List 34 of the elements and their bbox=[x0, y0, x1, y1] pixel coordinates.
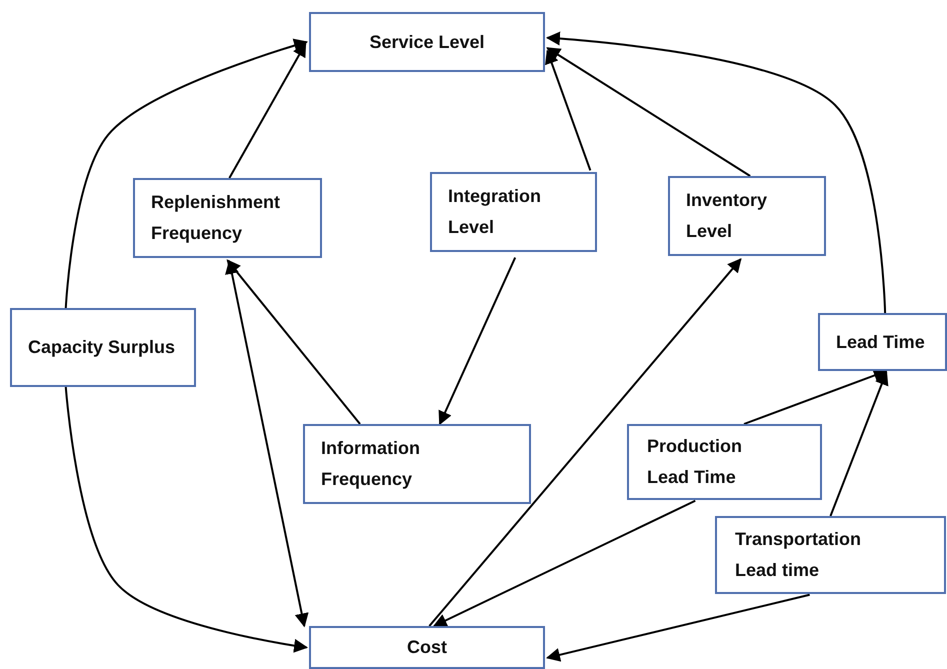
arrow bbox=[830, 370, 888, 516]
arrow bbox=[428, 258, 742, 627]
process-box bbox=[715, 516, 946, 594]
node-label: Production Lead Time bbox=[647, 435, 743, 489]
process-box bbox=[133, 178, 322, 258]
node-label: Information Frequency bbox=[321, 437, 421, 491]
arrow bbox=[225, 260, 309, 628]
node-label: Inventory Level bbox=[686, 189, 768, 243]
process-box bbox=[818, 313, 947, 371]
process-box bbox=[309, 626, 545, 669]
arrow bbox=[546, 32, 886, 314]
arrow bbox=[226, 259, 361, 425]
arrow bbox=[64, 386, 308, 653]
node-label: Capacity Surplus bbox=[28, 336, 176, 359]
arrow bbox=[545, 50, 592, 171]
arrow bbox=[744, 368, 888, 425]
arrow bbox=[228, 42, 306, 178]
process-box bbox=[627, 424, 822, 500]
node-label: Transportation Lead time bbox=[735, 528, 862, 582]
node-label: Replenishment Frequency bbox=[151, 191, 282, 245]
node-label: Cost bbox=[406, 636, 448, 659]
process-box bbox=[303, 424, 531, 504]
arrow bbox=[546, 594, 810, 662]
process-box bbox=[309, 12, 545, 72]
node-label: Integration Level bbox=[448, 185, 542, 239]
arrow bbox=[546, 47, 751, 177]
process-box bbox=[430, 172, 597, 252]
node-label: Lead Time bbox=[836, 330, 926, 354]
arrow bbox=[438, 257, 516, 426]
arrow bbox=[64, 38, 308, 308]
arrow bbox=[432, 500, 696, 627]
node-label: Service Level bbox=[368, 30, 486, 54]
process-box bbox=[668, 176, 826, 256]
process-box bbox=[10, 308, 196, 387]
